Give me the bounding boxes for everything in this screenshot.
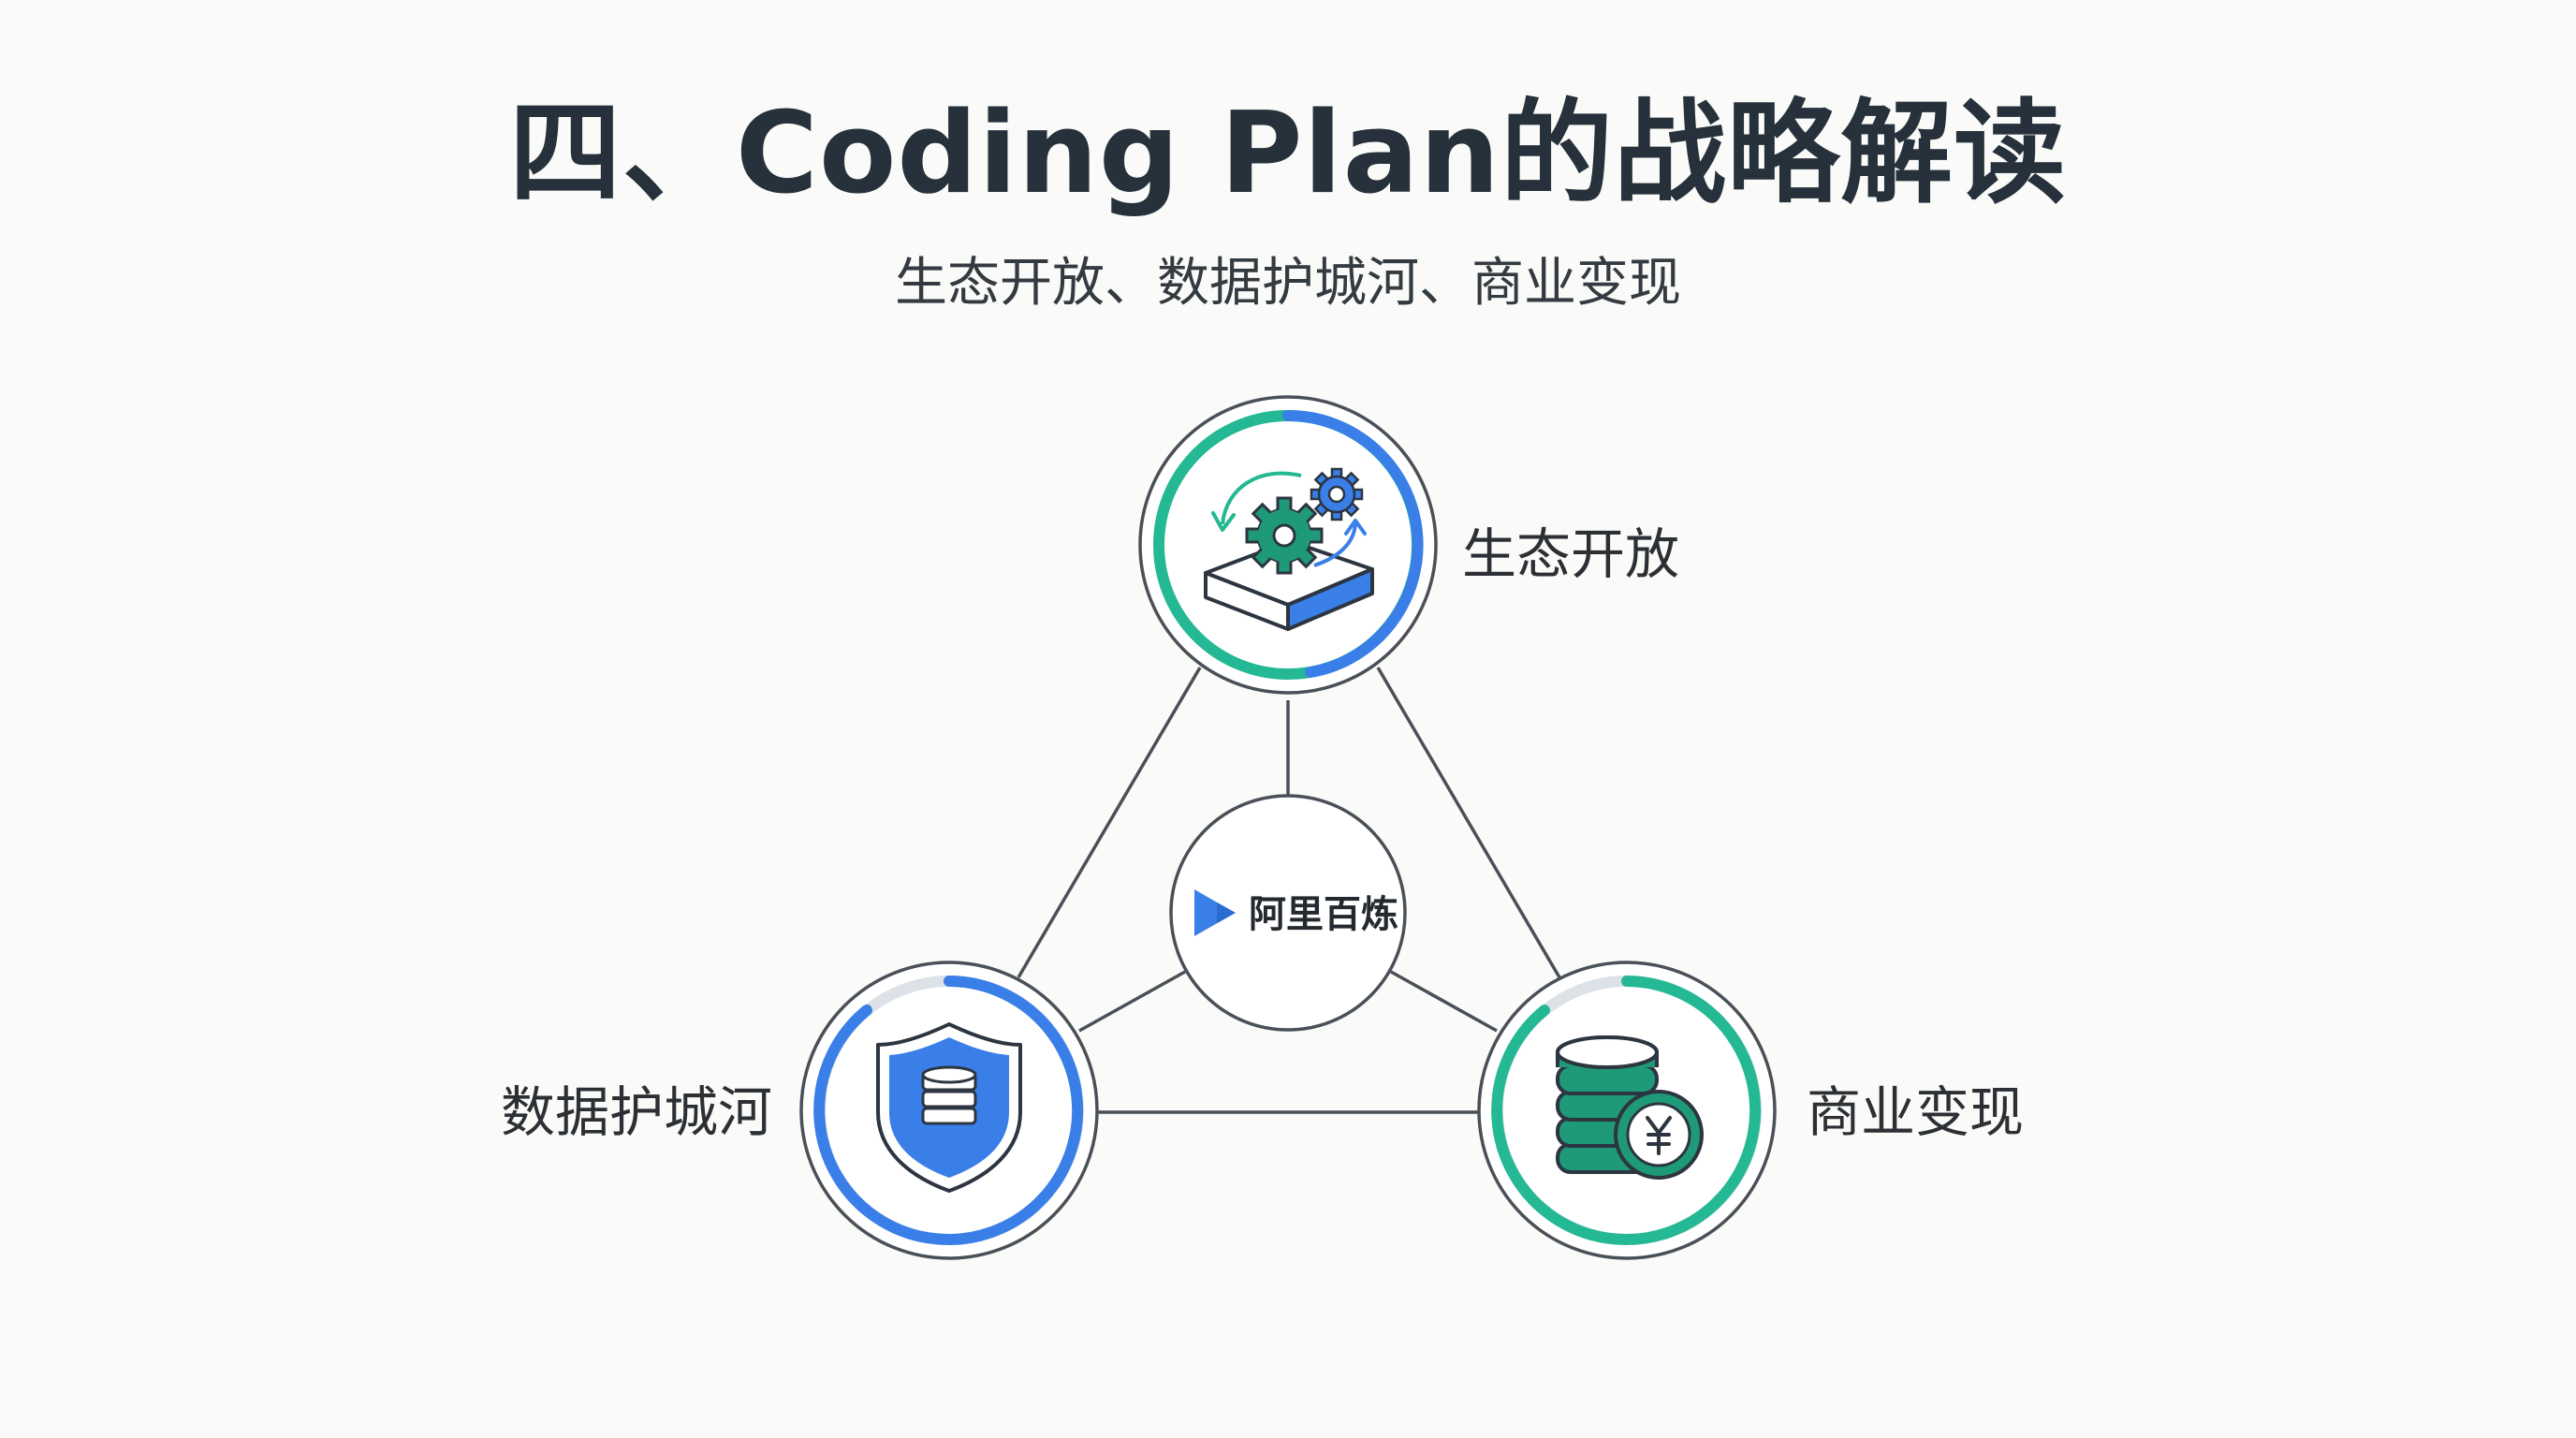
- node-label-monetization: 商业变现: [1807, 1080, 2025, 1144]
- node-monetization: [1477, 961, 1777, 1260]
- page-title: 四、Coding Plan的战略解读: [508, 89, 2068, 219]
- center-brand-label: 阿里百炼: [1249, 893, 1398, 936]
- connector-lines: [1017, 667, 1561, 1114]
- gear-platform-icon: [1204, 467, 1374, 631]
- shield-database-icon: [876, 1022, 1022, 1193]
- page-subtitle: 生态开放、数据护城河、商业变现: [895, 253, 1681, 314]
- connector-right-center: [1390, 970, 1498, 1033]
- bailian-logo-icon: [1194, 889, 1236, 936]
- connector-top-left: [1017, 667, 1202, 978]
- node-data-moat: [799, 961, 1099, 1260]
- connector-left-center: [1078, 970, 1186, 1033]
- connector-top-right: [1376, 667, 1561, 978]
- node-ecosystem: [1138, 395, 1438, 695]
- node-label-ecosystem: 生态开放: [1462, 522, 1680, 586]
- center-node: 阿里百炼: [1169, 794, 1407, 1032]
- coins-yuan-icon: [1556, 1035, 1704, 1180]
- node-label-data-moat: 数据护城河: [501, 1080, 773, 1144]
